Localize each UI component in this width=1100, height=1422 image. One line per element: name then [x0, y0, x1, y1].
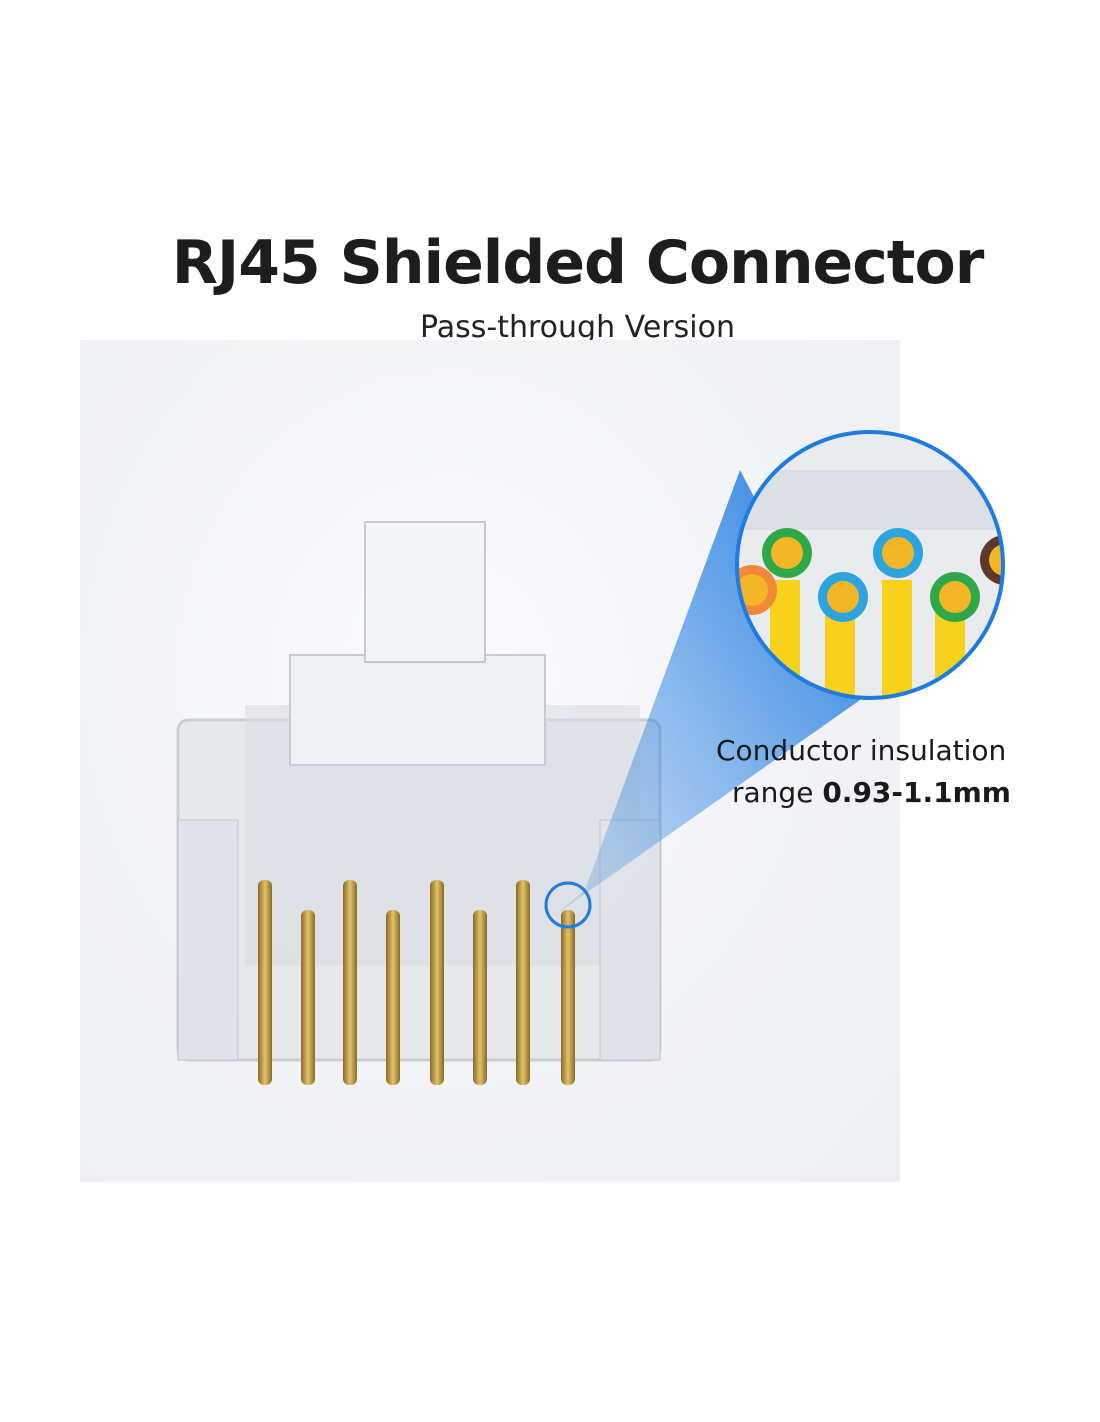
callout-line-2: range 0.93-1.1mm: [716, 772, 1011, 814]
zoom-detail: [737, 432, 1003, 698]
callout-range-value: 0.93-1.1mm: [822, 776, 1011, 809]
highlight-circle: [544, 881, 592, 929]
gold-pins: [258, 880, 575, 1085]
connector-body: [176, 521, 662, 1062]
insulation-range-callout: Conductor insulation range 0.93-1.1mm: [716, 730, 1011, 814]
callout-line-1: Conductor insulation: [716, 734, 1007, 767]
page-title: RJ45 Shielded Connector: [171, 228, 985, 298]
page-subtitle: Pass-through Version: [420, 310, 735, 345]
callout-range-label: range: [732, 776, 814, 809]
